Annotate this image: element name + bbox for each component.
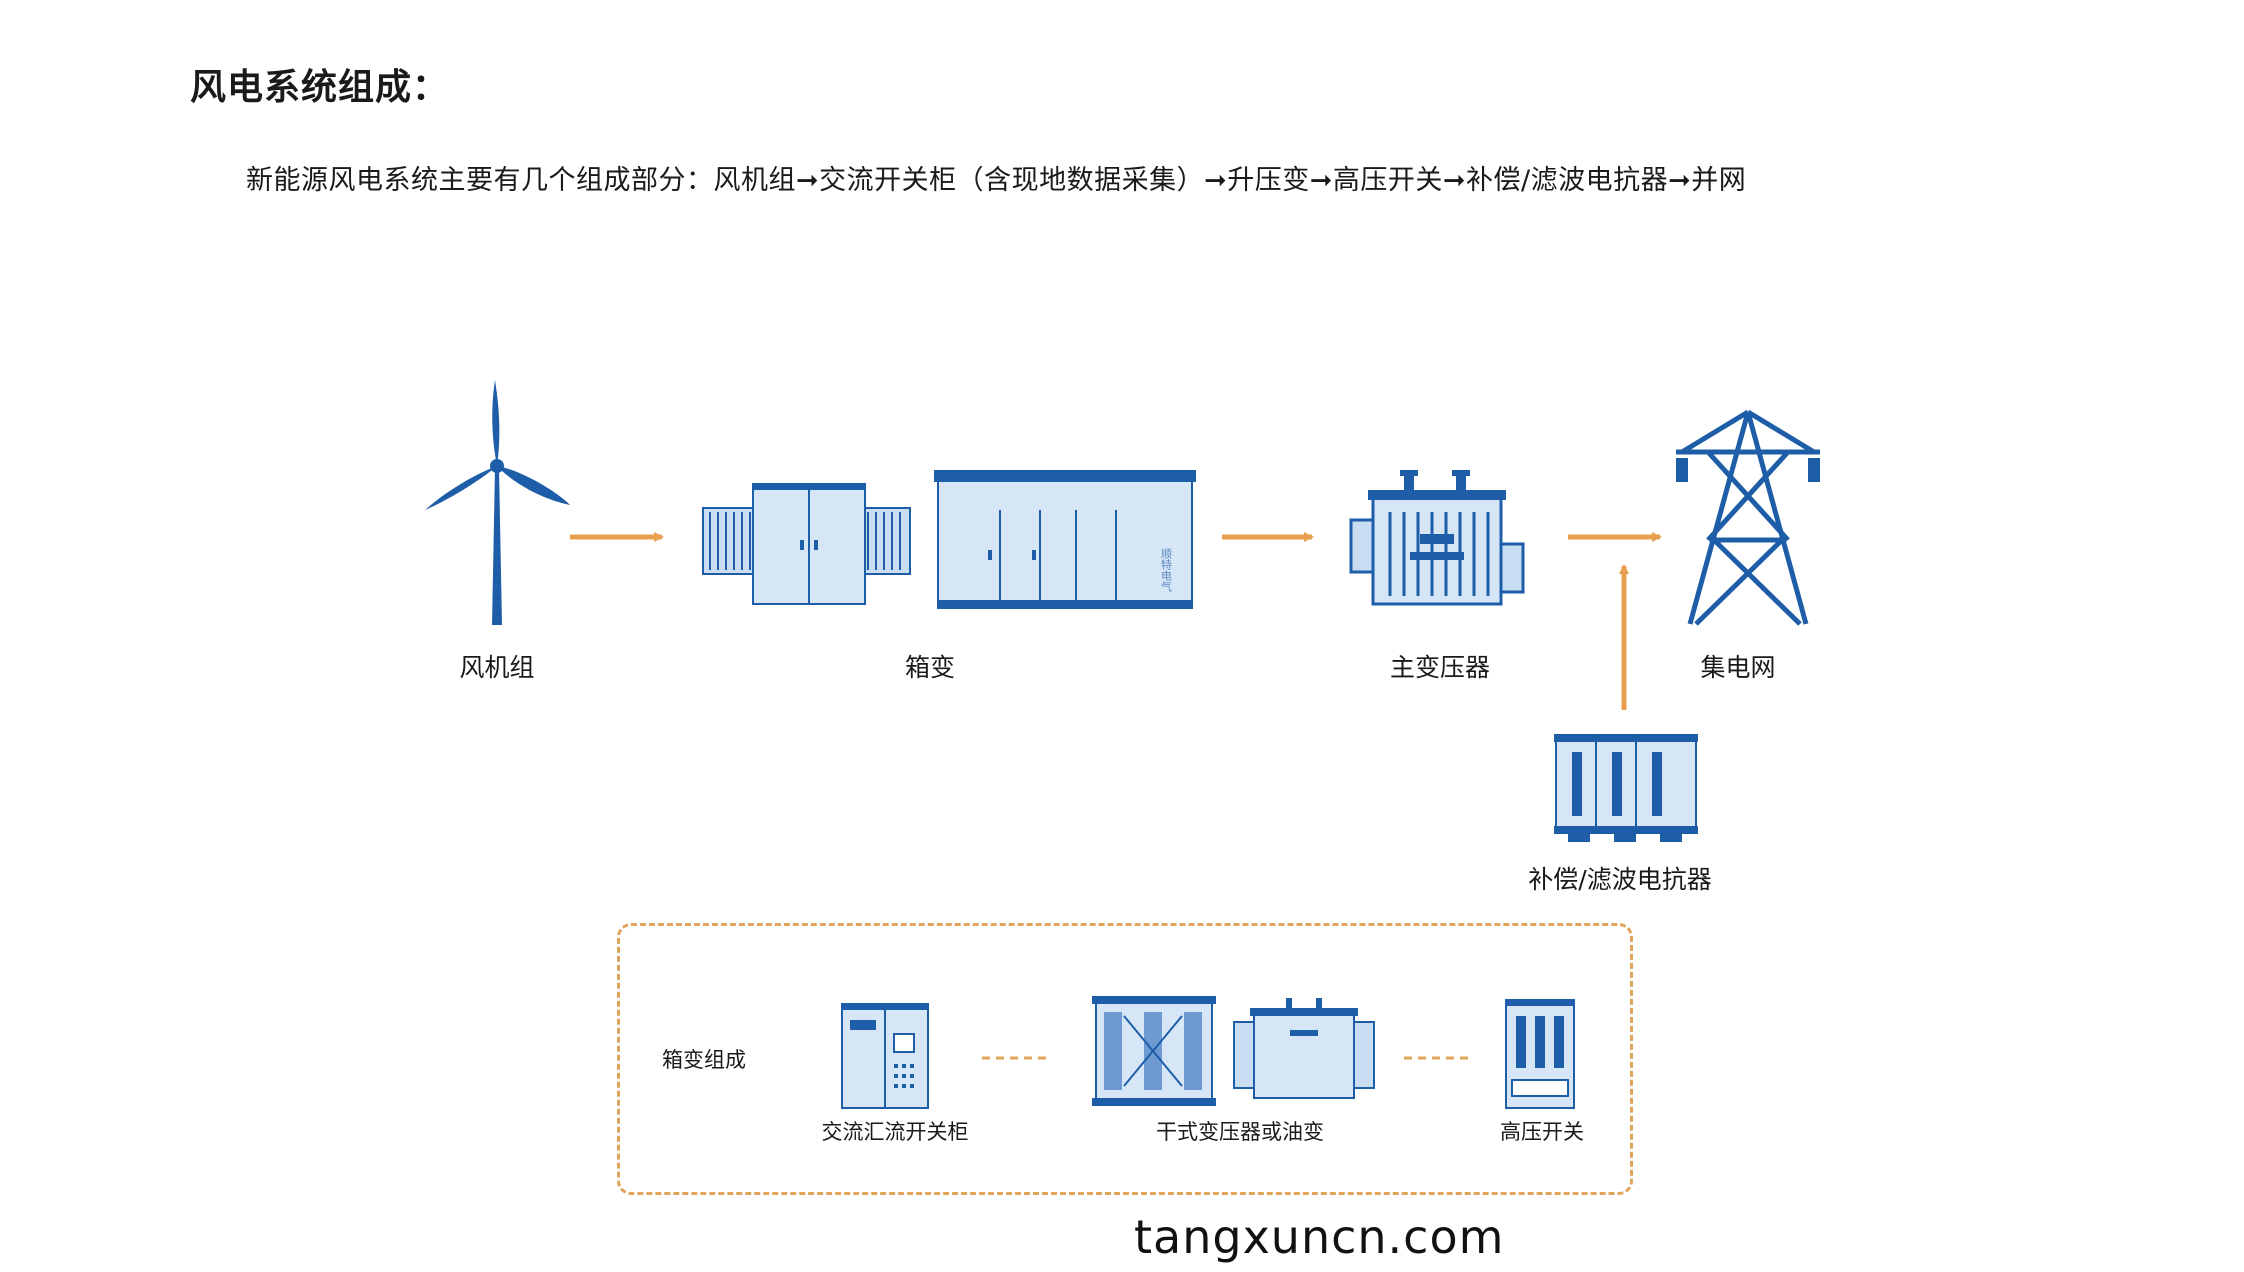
composition-label-hv-switch: 高压开关 (1500, 1120, 1584, 1144)
watermark: tangxuncn.com (1134, 1210, 1505, 1264)
reactor-icon (1554, 734, 1698, 842)
hv-switch-icon (1505, 999, 1575, 1109)
transformer-pair-icon (1092, 996, 1375, 1106)
page-title: 风电系统组成： (190, 67, 450, 108)
node-label-grid: 集电网 (1700, 653, 1776, 682)
box-substation-icon: 顺特电气 (702, 470, 1196, 609)
ac-switchgear-icon (841, 1003, 929, 1109)
composition-label-switchgear: 交流汇流开关柜 (821, 1120, 969, 1144)
node-label-reactor: 补偿/滤波电抗器 (1528, 865, 1712, 894)
transmission-tower-icon (1676, 409, 1820, 626)
intro-text: 新能源风电系统主要有几个组成部分：风机组➞交流开关柜（含现地数据采集）➞升压变➞… (246, 165, 1747, 196)
cabinet-brand-text: 顺特电气 (1160, 548, 1173, 592)
node-label-main: 主变压器 (1389, 653, 1491, 682)
box-composition-title: 箱变组成 (662, 1048, 746, 1072)
node-label-wind: 风机组 (459, 653, 535, 682)
node-label-box: 箱变 (904, 653, 956, 682)
main-transformer-icon (1349, 470, 1525, 606)
box-composition-panel (617, 923, 1633, 1195)
wind-turbine-icon (425, 380, 570, 625)
composition-label-transformer: 干式变压器或油变 (1156, 1120, 1324, 1144)
